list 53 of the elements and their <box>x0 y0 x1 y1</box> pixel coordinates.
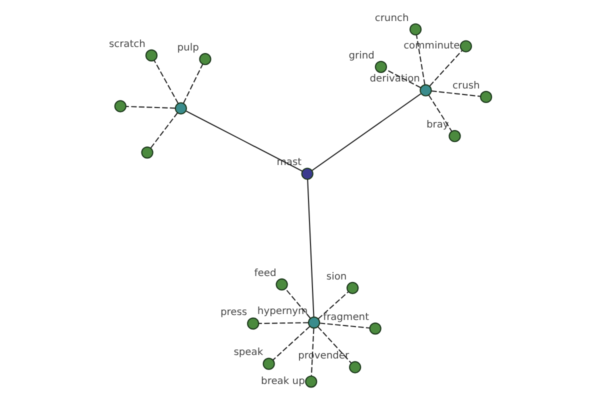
connector <box>320 322 370 329</box>
node-circle <box>374 60 388 73</box>
node-circle <box>346 282 359 294</box>
node-label: crush <box>452 80 480 92</box>
node-circle <box>305 376 318 388</box>
node-circle <box>420 84 432 96</box>
node-label: sion <box>326 271 347 282</box>
node-label: scratch <box>108 38 146 50</box>
node-circle <box>174 102 187 114</box>
node-circle <box>301 168 314 180</box>
node-circle <box>369 322 382 335</box>
node-circle <box>141 146 154 159</box>
node-circle <box>247 318 260 330</box>
connector <box>431 90 480 97</box>
node-circle <box>409 23 422 36</box>
connector <box>186 110 302 172</box>
node-label: bray <box>426 119 449 130</box>
connector <box>312 93 422 171</box>
node-circle <box>460 40 472 52</box>
node-label: comminute <box>404 40 460 52</box>
connector <box>272 326 310 360</box>
node-label: hypernym <box>257 306 308 317</box>
node-label: fragment <box>323 312 370 323</box>
node-label: grind <box>348 50 374 62</box>
node-circle <box>145 49 158 62</box>
connector <box>428 94 452 132</box>
connector <box>154 60 179 104</box>
node-label: break up <box>261 376 305 388</box>
node-label: derivation <box>370 74 420 85</box>
connector <box>285 288 311 319</box>
node-label: press <box>220 306 248 318</box>
connector <box>310 328 314 376</box>
connector <box>126 106 176 109</box>
node-circle <box>349 361 362 374</box>
node-label: feed <box>254 268 276 279</box>
node-circle <box>480 90 492 104</box>
node-label: crunch <box>374 12 409 24</box>
node-circle <box>276 278 288 291</box>
node-circle <box>114 100 126 112</box>
connector <box>307 179 314 317</box>
node-circle <box>199 53 212 66</box>
node-circle <box>448 130 461 142</box>
connector <box>386 69 421 88</box>
node-label: pulp <box>177 42 199 54</box>
node-label: speak <box>234 347 264 358</box>
connector <box>150 112 178 148</box>
connector <box>318 292 349 320</box>
connector <box>183 64 204 104</box>
connector <box>429 50 463 86</box>
connector <box>258 322 308 324</box>
node-circle <box>262 358 275 370</box>
node-circle <box>308 316 320 329</box>
connector <box>416 35 426 85</box>
